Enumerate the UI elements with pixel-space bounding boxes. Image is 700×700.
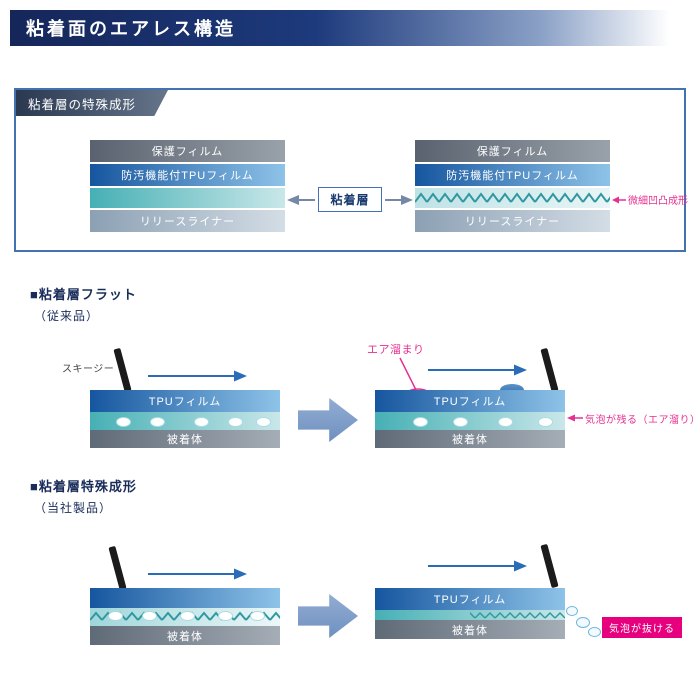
air-bubble — [250, 611, 265, 621]
layer-substrate: 被着体 — [375, 620, 565, 639]
layer-substrate: 被着体 — [90, 626, 280, 645]
air-pocket-label: エア溜まり — [367, 344, 425, 356]
layer-substrate: 被着体 — [375, 430, 565, 448]
air-bubble — [538, 417, 553, 427]
arrow-to-right-stack-icon — [385, 195, 413, 205]
panel-tag: 粘着層の特殊成形 — [16, 90, 168, 116]
layer-tpu-film: TPUフィルム — [375, 390, 565, 412]
block-arrow-right-icon — [298, 398, 358, 442]
escaped-bubble — [588, 627, 601, 637]
air-bubble — [150, 417, 165, 427]
air-bubble — [228, 417, 243, 427]
pink-arrow-left-icon — [612, 196, 626, 203]
layer-protective-film: 保護フィルム — [90, 140, 285, 162]
air-bubble — [180, 611, 195, 621]
zigzag-texture-icon — [470, 610, 565, 620]
pink-arrow-left-icon — [567, 414, 583, 422]
layer-adhesive-flat — [90, 188, 285, 208]
page-title: 粘着面のエアレス構造 — [26, 19, 236, 39]
layer-substrate: 被着体 — [90, 430, 280, 448]
micro-texture-label: 微細凹凸成形 — [628, 196, 688, 207]
sweep-arrow-icon — [428, 560, 527, 572]
air-bubble — [116, 417, 131, 427]
air-bubble — [498, 417, 513, 427]
layer-tpu-film: 防汚機能付TPUフィルム — [415, 164, 610, 186]
section-heading-flat: ■粘着層フラット — [30, 287, 137, 302]
squeegee-icon — [108, 545, 127, 591]
air-bubble — [218, 611, 233, 621]
sweep-arrow-icon — [148, 568, 247, 580]
air-bubble — [256, 417, 271, 427]
section-subheading-molded: （当社製品） — [34, 501, 113, 515]
layer-tpu-film — [90, 588, 280, 608]
section-heading-molded: ■粘着層特殊成形 — [30, 479, 137, 494]
squeegee-icon — [540, 543, 559, 589]
air-bubble — [413, 417, 428, 427]
title-bar: 粘着面のエアレス構造 — [10, 10, 690, 46]
air-bubble — [194, 417, 209, 427]
layer-tpu-film: 防汚機能付TPUフィルム — [90, 164, 285, 186]
block-arrow-right-icon — [298, 594, 358, 638]
arrow-to-left-stack-icon — [287, 195, 315, 205]
zigzag-texture-icon — [415, 188, 610, 208]
air-bubble — [453, 417, 468, 427]
layer-tpu-film: TPUフィルム — [375, 588, 565, 610]
section-subheading-flat: （従来品） — [34, 309, 100, 323]
bubble-escape-note: 気泡が抜ける — [602, 617, 682, 638]
layer-adhesive-compressed — [375, 610, 565, 620]
air-bubble — [108, 611, 123, 621]
adhesive-layer-label-box: 粘着層 — [318, 187, 382, 212]
layer-adhesive-textured — [415, 188, 610, 208]
sweep-arrow-icon — [428, 364, 527, 376]
layer-adhesive-flat — [375, 412, 565, 430]
escaped-bubble — [566, 606, 578, 616]
squeegee-label: スキージー → — [62, 364, 129, 375]
air-bubble — [142, 611, 157, 621]
sweep-arrow-icon — [148, 370, 247, 382]
squeegee-icon — [540, 347, 559, 393]
micro-texture-annotation: 微細凹凸成形 — [612, 192, 688, 207]
layer-tpu-film: TPUフィルム — [90, 390, 280, 412]
trapped-bubble-note: 気泡が残る（エア溜り） — [585, 415, 700, 426]
layer-protective-film: 保護フィルム — [415, 140, 610, 162]
escaped-bubble — [576, 617, 590, 628]
layer-release-liner: リリースライナー — [415, 210, 610, 232]
layer-release-liner: リリースライナー — [90, 210, 285, 232]
